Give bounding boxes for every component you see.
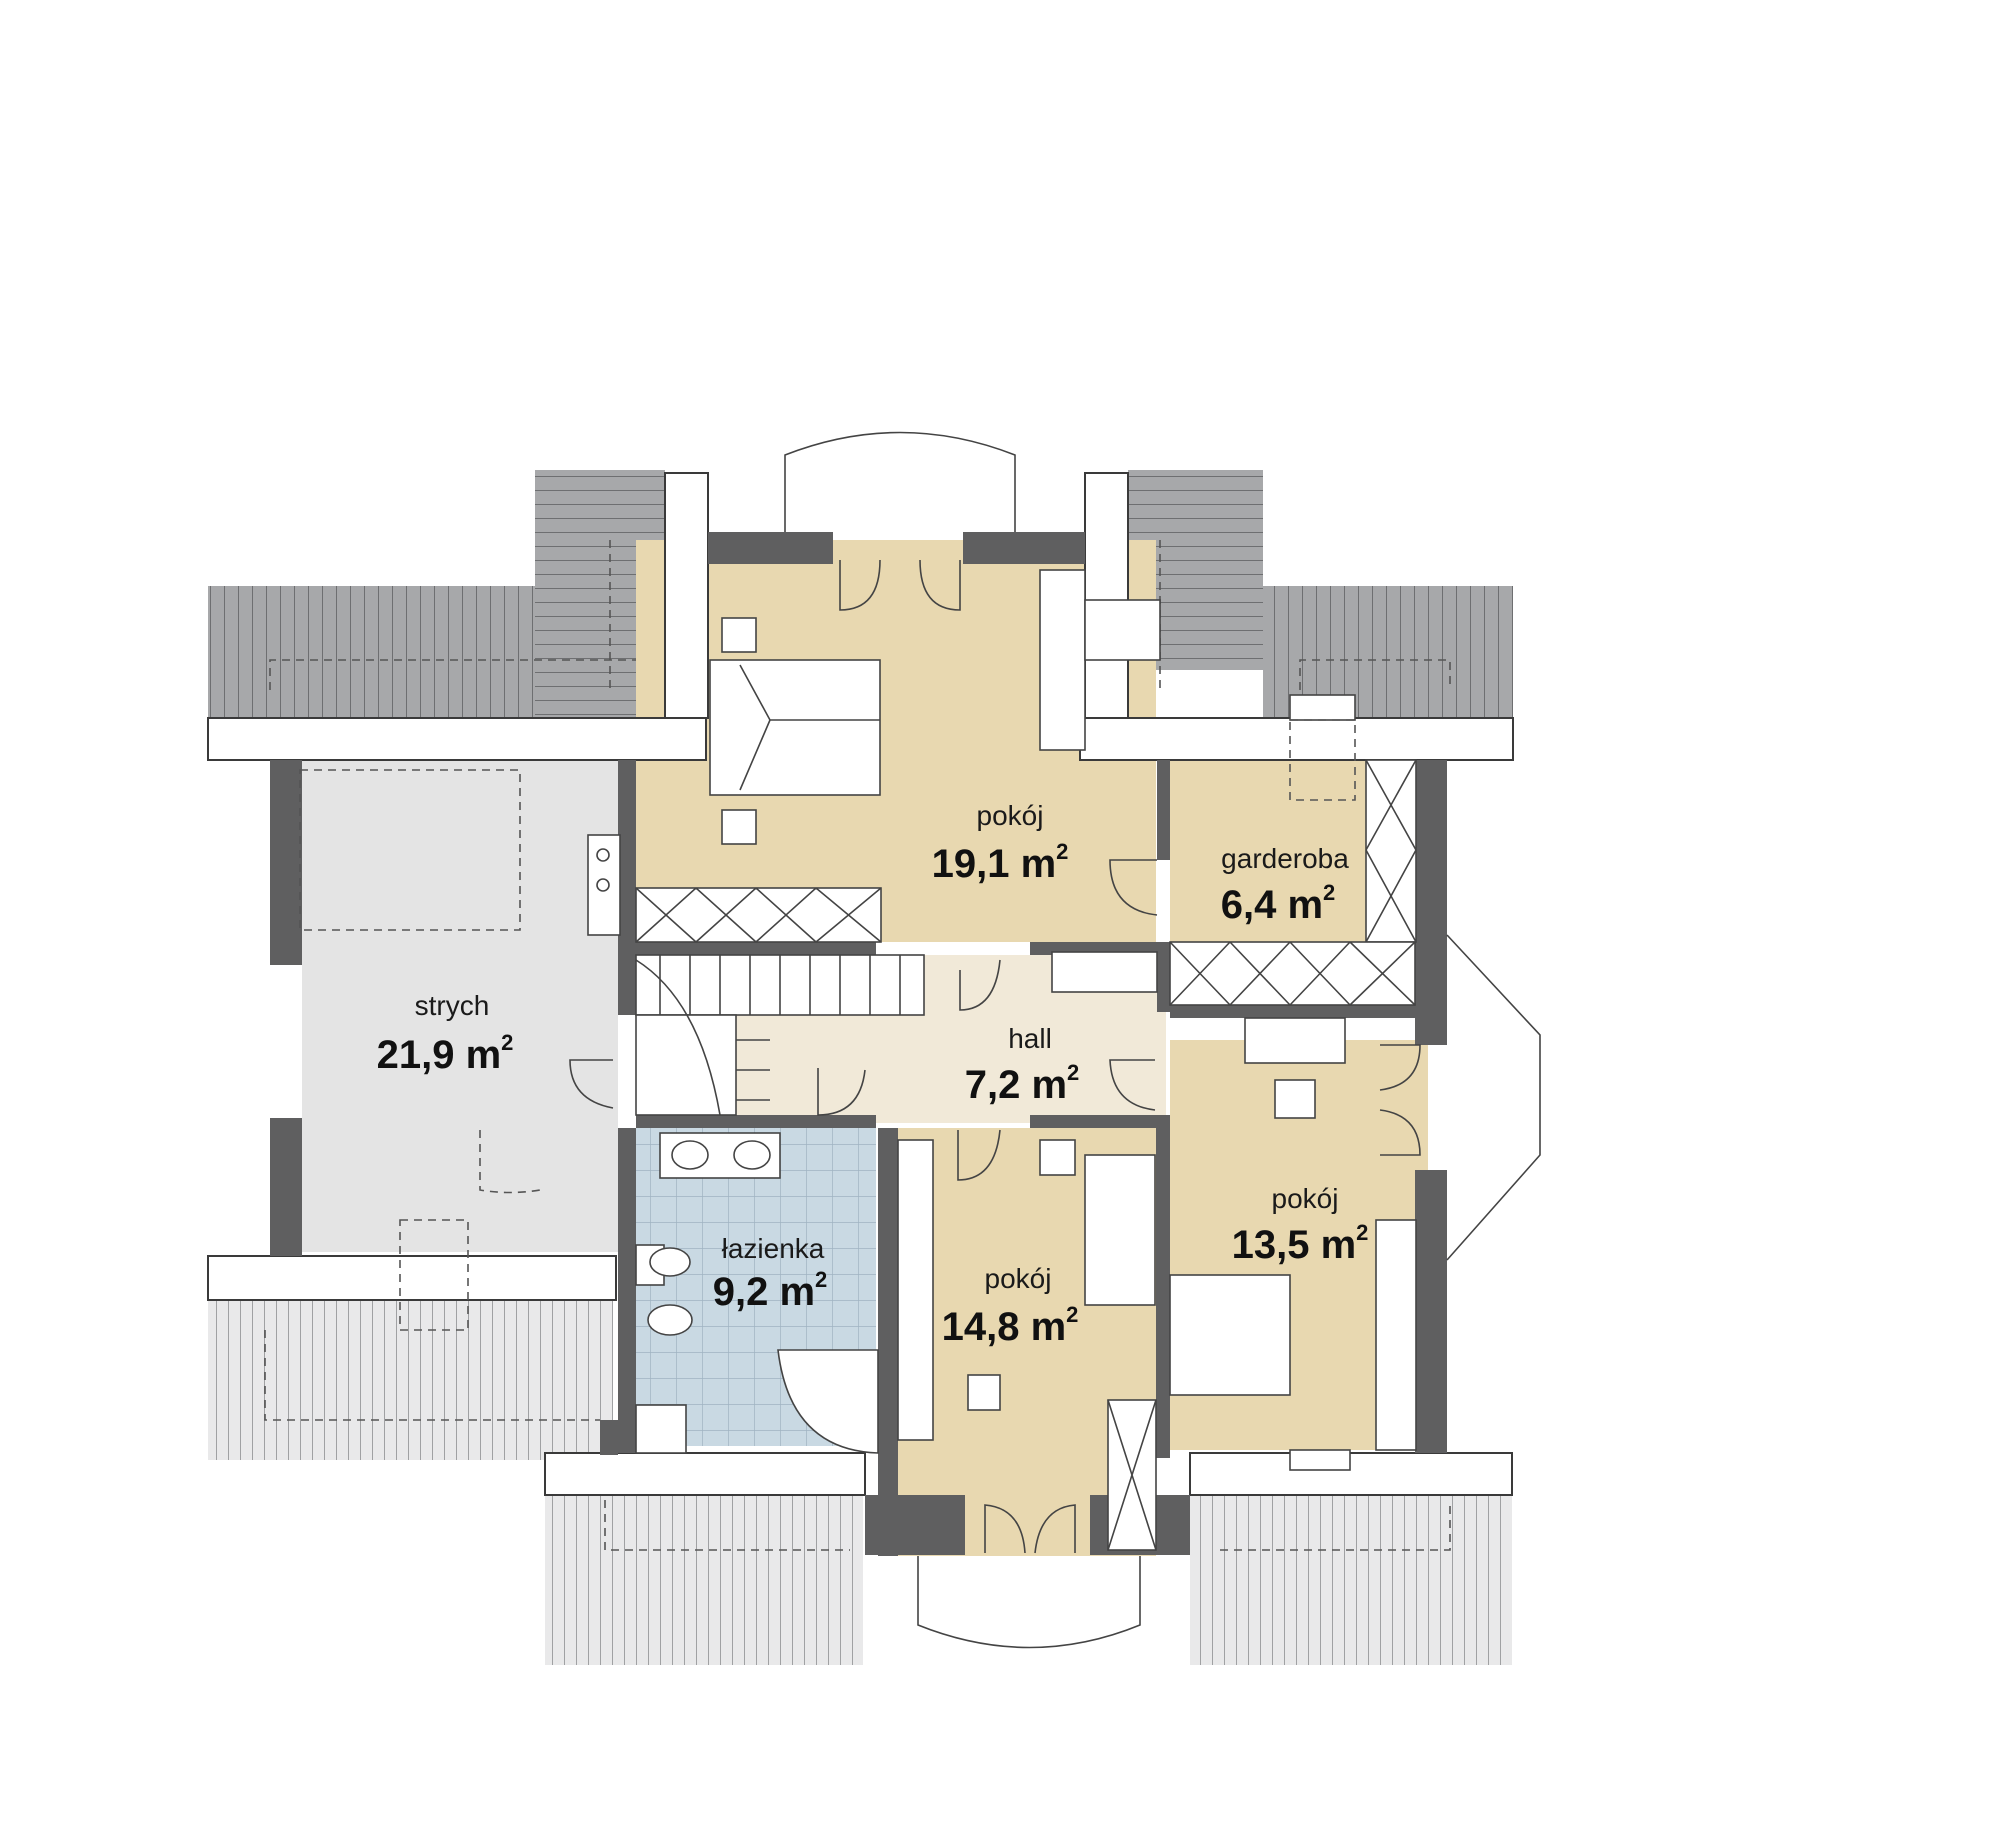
furniture — [299, 569, 1417, 1551]
wardrobe-garderoba — [1365, 759, 1417, 943]
dormer-right-wall — [1084, 472, 1129, 719]
room-name-lazienka: łazienka — [722, 1233, 825, 1264]
wall-top-north-a — [708, 532, 833, 564]
walls — [207, 472, 1514, 1556]
wall-mid-east — [1156, 1128, 1170, 1458]
wall-east-upper — [1415, 760, 1447, 1045]
room-area-pokoj-top: 19,1 m2 — [932, 839, 1069, 886]
wall-strych-east-lower — [618, 1128, 636, 1453]
door-swings — [479, 559, 1421, 1554]
room-area-hall: 7,2 m2 — [965, 1060, 1080, 1107]
bathtub-corner — [777, 1349, 879, 1454]
wall-garderoba-south — [1170, 1005, 1415, 1018]
wardrobe-top — [635, 887, 882, 943]
wall-north-left — [207, 717, 707, 761]
room-area-strych: 21,9 m2 — [377, 1030, 514, 1077]
room-name-strych: strych — [415, 990, 490, 1021]
dormer-left-wall — [664, 472, 709, 719]
staircase — [635, 954, 925, 1116]
wall-west — [270, 760, 302, 965]
room-name-pokoj-middle: pokój — [985, 1263, 1052, 1294]
room-name-pokoj-top: pokój — [977, 800, 1044, 831]
wall-south-right — [1189, 1452, 1513, 1496]
roof-bottom-mid — [545, 1495, 863, 1665]
floor-strych — [302, 760, 618, 1252]
room-area-pokoj-middle: 14,8 m2 — [942, 1302, 1079, 1349]
wall-north-right — [1079, 717, 1514, 761]
bed-top — [709, 659, 881, 796]
wall-strych-east — [618, 760, 636, 1015]
wall-bath-east — [878, 1128, 898, 1556]
room-area-lazienka: 9,2 m2 — [713, 1267, 828, 1314]
bay-windows — [784, 431, 1541, 1649]
wall-south-mid — [544, 1452, 866, 1496]
wall-top-hall — [636, 942, 876, 955]
room-labels: pokój 19,1 m2 garderoba 6,4 m2 strych 21… — [377, 800, 1369, 1349]
wall-hall-south-b — [1030, 1115, 1170, 1128]
balcony-bottom-arc — [917, 1556, 1141, 1649]
wall-east-lower — [1415, 1170, 1447, 1453]
bay-east — [1446, 934, 1541, 1261]
wall-garderoba-west — [1157, 760, 1170, 860]
wall-garderoba-west-lower — [1157, 942, 1170, 1012]
balcony-top-arc — [784, 431, 1016, 532]
room-name-pokoj-right: pokój — [1272, 1183, 1339, 1214]
wall-hall-south — [636, 1115, 876, 1128]
room-area-pokoj-right: 13,5 m2 — [1232, 1220, 1369, 1267]
wall-west-lower — [270, 1118, 302, 1256]
room-area-garderoba: 6,4 m2 — [1221, 880, 1336, 927]
room-name-hall: hall — [1008, 1023, 1052, 1054]
wall-mid-south-a — [865, 1495, 965, 1555]
wall-bath-south — [600, 1420, 618, 1455]
wall-south-left — [207, 1255, 617, 1301]
room-name-garderoba: garderoba — [1221, 843, 1349, 874]
roof-bottom-left — [208, 1300, 613, 1460]
roof-areas — [208, 470, 1513, 1665]
wall-top-north-b — [963, 532, 1085, 564]
roof-bottom-right — [1190, 1495, 1512, 1665]
